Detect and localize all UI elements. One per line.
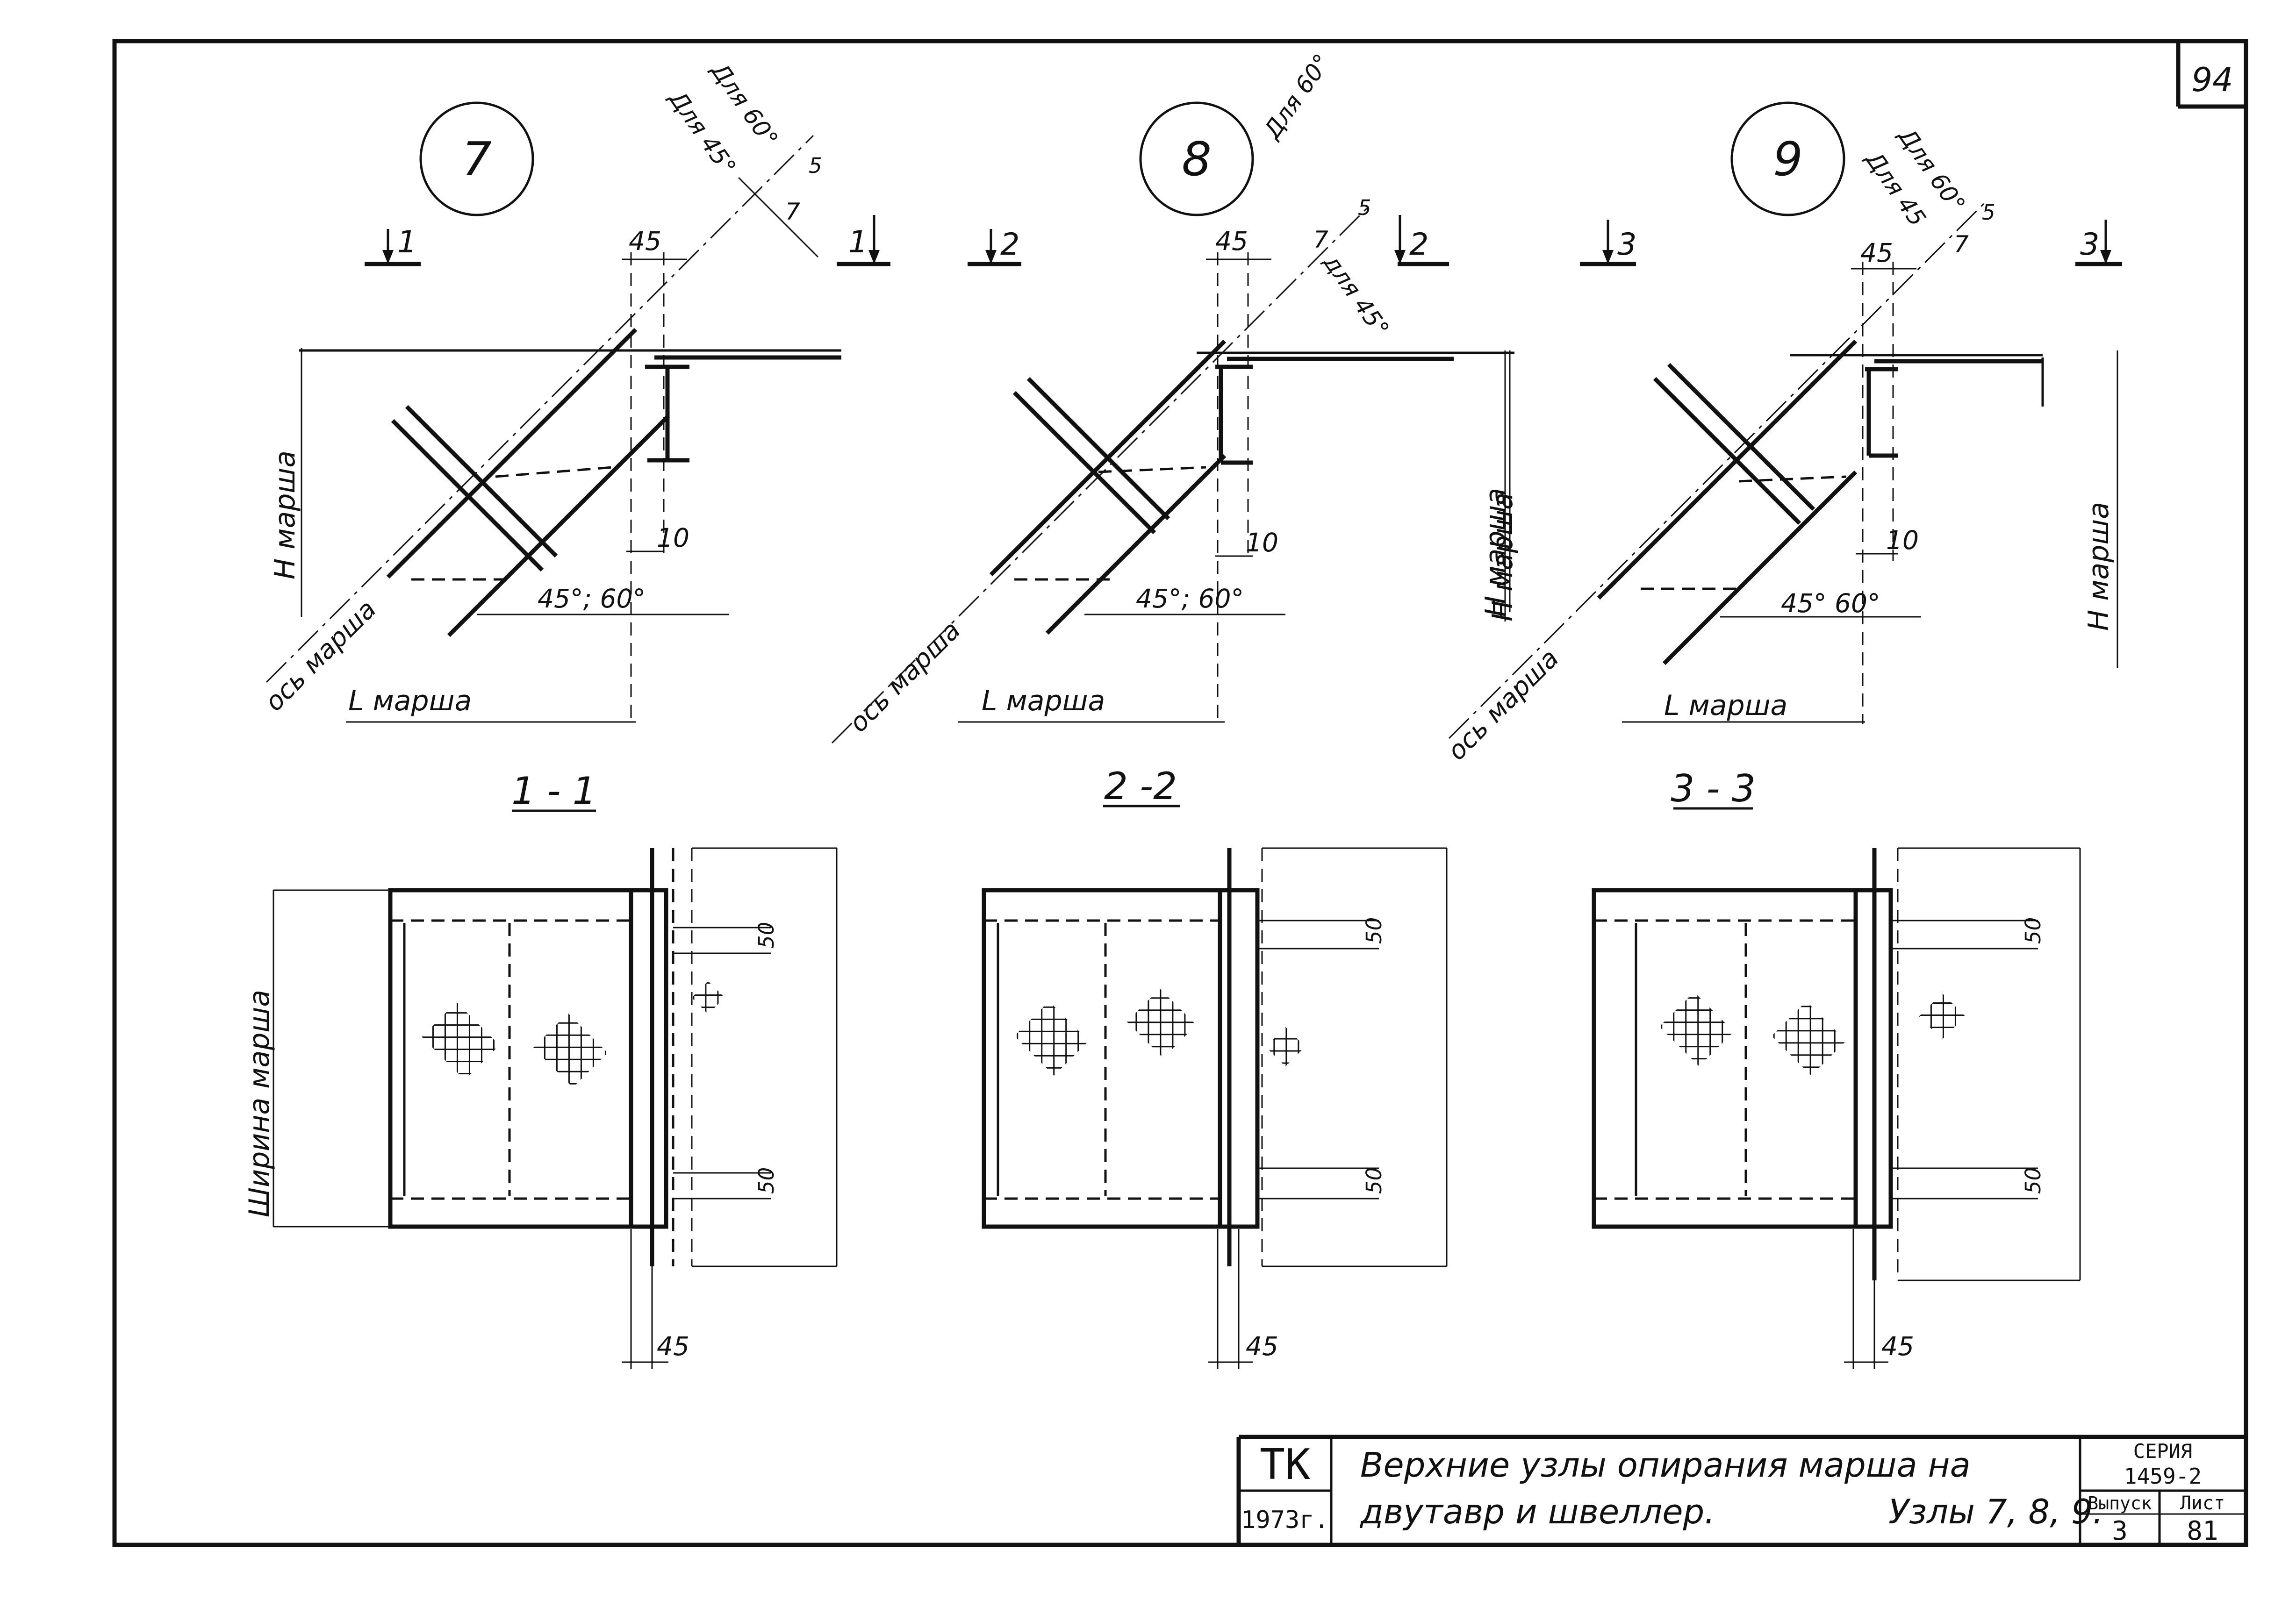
title-block-title-line1: Верхние узлы опирания марша на <box>1360 1445 1971 1485</box>
node-7-elevation: 7 1 1 <box>259 57 890 723</box>
section-mark-3-right: 3 <box>2075 220 2122 266</box>
title-block-year: 1973г. <box>1241 1506 1329 1534</box>
node-9-l-label: L марша <box>1664 689 1787 722</box>
title-block-title-line2: двутавр и швеллер. <box>1359 1492 1715 1531</box>
section-mark-3-right-text: 3 <box>2080 227 2099 262</box>
section-mark-2-left-text: 2 <box>1000 227 1019 262</box>
node-7-angle: 45°; 60° <box>538 584 646 614</box>
node-9-axis-label: ось марша <box>1442 643 1564 766</box>
title-block-title-nodes: Узлы 7, 8, 9. <box>1888 1492 2103 1531</box>
node-9-number: 9 <box>1773 132 1803 186</box>
node-7-dim-10: 10 <box>657 523 689 553</box>
node-7-dim-5: 5 <box>809 153 822 178</box>
node-7-circle <box>419 101 534 216</box>
title-block-sheet-value: 81 <box>2187 1516 2218 1546</box>
section-2-2-dim-bottom: 45 <box>1246 1331 1278 1361</box>
i-beam <box>645 364 689 463</box>
node-7-dim-7: 7 <box>785 198 800 225</box>
node-8-l-label: L марша <box>982 685 1105 717</box>
title-block-issue-label: Выпуск <box>2088 1493 2152 1514</box>
page-mark-text: 94 <box>2191 61 2233 99</box>
node-8-dim-10: 10 <box>1246 528 1278 557</box>
title-block-issue-value: 3 <box>2112 1516 2128 1546</box>
title-block-series-label: СЕРИЯ <box>2133 1440 2192 1463</box>
node-8-circle <box>1139 101 1254 216</box>
section-1-1-dim-50-bottom: 50 <box>754 1167 779 1194</box>
node-9-h-label-right: H марша <box>2082 502 2115 631</box>
node-9-dim-top: 45 <box>1860 238 1893 268</box>
section-mark-1-right-text: 1 <box>848 225 868 260</box>
section-1-1-title: 1 - 1 <box>511 769 596 813</box>
section-3-3-title: 3 - 3 <box>1671 767 1756 810</box>
section-3-3-plan: 3 - 3 50 50 45 <box>1592 767 2081 1369</box>
section-mark-2-right-text: 2 <box>1409 227 1428 262</box>
node-9-dim-5: 5 <box>1982 200 1995 225</box>
node-9-angle: 45° 60° <box>1781 588 1880 618</box>
node-9-elevation: 9 3 3 45 10 <box>1442 101 2122 766</box>
section-2-2-dim-50-top: 50 <box>1362 917 1386 944</box>
node-8-number: 8 <box>1182 132 1212 186</box>
section-mark-1-right: 1 <box>837 215 890 266</box>
section-mark-1-left-text: 1 <box>397 225 416 260</box>
node-8-angle: 45°; 60° <box>1136 584 1244 614</box>
title-block-sheet-label: Лист <box>2180 1493 2225 1514</box>
section-1-1-plan: 1 - 1 Ширина марша 50 50 45 <box>243 769 838 1369</box>
sheet-frame <box>112 39 2248 1547</box>
node-9-dim-10: 10 <box>1886 525 1919 555</box>
section-mark-2-left: 2 <box>968 227 1021 266</box>
section-mark-3-left: 3 <box>1580 220 1636 266</box>
node-8-note-45: для 45° <box>1318 249 1394 342</box>
node-8-dim-5: 5 <box>1358 195 1371 220</box>
node-9-dim-7: 7 <box>1954 231 1969 258</box>
section-mark-2-right: 2 <box>1394 215 1449 266</box>
section-mark-1-left: 1 <box>365 225 421 266</box>
title-block-org: TK <box>1260 1440 1310 1489</box>
node-8-dim-top: 45 <box>1215 226 1248 256</box>
title-block: TK 1973г. Верхние узлы опирания марша на… <box>1236 1435 2246 1546</box>
node-9-circle <box>1730 101 1845 216</box>
section-1-1-dim-bottom: 45 <box>657 1331 689 1361</box>
node-8-elevation: 8 2 2 45 10 <box>831 49 1514 744</box>
section-mark-3-left-text: 3 <box>1617 227 1636 262</box>
node-8-axis-label: ось марша <box>843 615 966 738</box>
section-3-3-dim-50-top: 50 <box>2021 917 2045 944</box>
node-8-dim-7: 7 <box>1313 226 1328 253</box>
section-1-1-dim-50-top: 50 <box>754 922 779 949</box>
node-7-h-label: H марша <box>269 450 301 579</box>
section-1-1-width-label: Ширина марша <box>243 990 276 1217</box>
section-3-3-dim-bottom: 45 <box>1881 1331 1914 1361</box>
page-mark: 94 <box>2176 41 2246 109</box>
node-8-note-60: Для 60° <box>1258 49 1336 144</box>
node-8-h-label: H марша <box>1479 488 1512 617</box>
section-2-2-dim-50-bottom: 50 <box>1362 1167 1386 1194</box>
node-7-l-label: L марша <box>348 685 472 717</box>
node-7-number: 7 <box>462 132 492 186</box>
channel <box>1215 364 1253 465</box>
node-9-h-label-left: H марша <box>1486 493 1519 621</box>
title-block-series-value: 1459-2 <box>2124 1464 2202 1489</box>
node-7-dim-top: 45 <box>629 226 661 256</box>
section-3-3-dim-50-bottom: 50 <box>2021 1167 2045 1194</box>
section-2-2-title: 2 -2 <box>1104 764 1177 808</box>
section-2-2-plan: 2 -2 50 50 45 <box>982 764 1448 1369</box>
